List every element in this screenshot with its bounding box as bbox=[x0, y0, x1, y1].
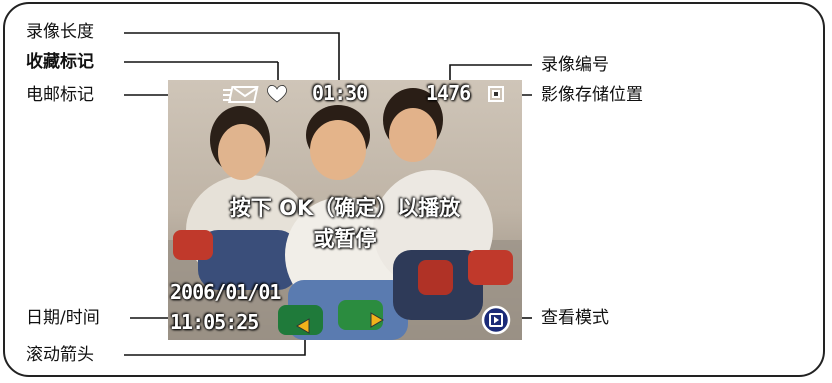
email-icon bbox=[223, 84, 261, 108]
video-length-leader bbox=[124, 32, 340, 80]
instruction-line2: 或暂停 bbox=[313, 227, 377, 251]
storage-location-icon bbox=[488, 86, 504, 106]
camera-screen: 01:30 1476 按下 OK（确定）以播放 或暂停 2006/01/01 1… bbox=[168, 80, 522, 340]
diagram-frame bbox=[3, 2, 825, 377]
video-length-value: 01:30 bbox=[312, 81, 368, 105]
video-number-label: 录像编号 bbox=[541, 55, 609, 75]
scroll-left-arrow-icon[interactable] bbox=[296, 318, 310, 338]
review-mode-label: 查看模式 bbox=[541, 308, 609, 328]
video-number-leader bbox=[449, 64, 532, 80]
scroll-arrows-label: 滚动箭头 bbox=[26, 345, 94, 365]
review-mode-icon bbox=[481, 305, 511, 339]
heart-icon bbox=[266, 84, 288, 108]
image-storage-location-label: 影像存储位置 bbox=[541, 85, 643, 105]
favorite-tag-label: 收藏标记 bbox=[26, 52, 94, 72]
date-value: 2006/01/01 bbox=[170, 280, 281, 304]
time-value: 11:05:25 bbox=[170, 310, 259, 334]
scroll-right-arrow-icon[interactable] bbox=[370, 312, 384, 332]
video-length-label: 录像长度 bbox=[26, 22, 94, 42]
email-tag-label: 电邮标记 bbox=[26, 85, 94, 105]
date-time-label: 日期/时间 bbox=[26, 308, 100, 328]
instruction-line1: 按下 OK（确定）以播放 bbox=[229, 196, 461, 220]
scroll-arrows-leader bbox=[124, 340, 306, 356]
video-number-value: 1476 bbox=[426, 81, 471, 105]
photo-children bbox=[168, 80, 522, 340]
